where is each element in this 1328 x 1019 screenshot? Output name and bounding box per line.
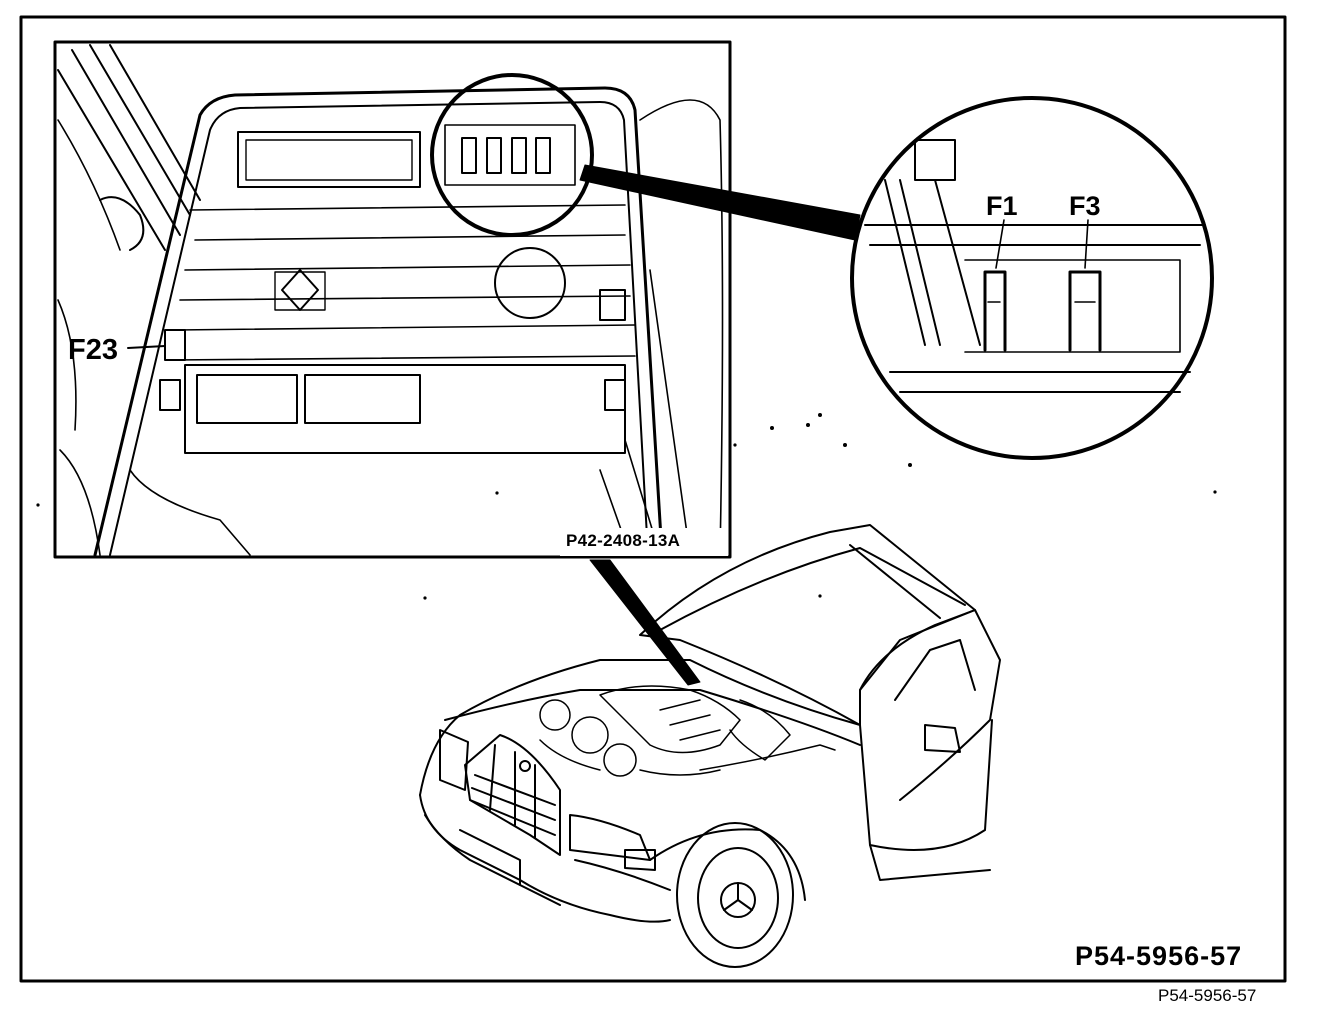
fuse-label-f3: F3 [1069,191,1101,221]
fuse-box-inset [53,40,732,559]
fuse-f3 [1068,270,1102,352]
figure-code: P54-5956-57 [1075,941,1243,971]
magnifier-large [850,96,1214,460]
headlight-left [439,729,469,791]
figure-frame [19,15,1287,983]
f3-leader [1084,219,1089,269]
f1-leader [995,219,1005,269]
magnifier-detail [850,96,1214,460]
car-illustration [419,524,1001,968]
top-fuses [444,124,576,186]
magnifier-small [430,73,594,237]
headlight-right [569,814,651,861]
magnifier-callout [579,164,861,241]
mercedes-star-icon [723,882,753,911]
engine-components [539,685,836,777]
inset-frame [53,40,732,559]
car-grille [464,734,561,856]
fuse-f1 [983,270,1007,352]
fuse-label-f23: F23 [68,334,118,366]
engine-callout [589,559,701,686]
fuse-box-outline [93,86,664,557]
inset-figure-code: P42-2408-13A [566,531,681,550]
side-mirror [924,724,961,753]
fuse-label-f1: F1 [986,191,1018,221]
f23-leader [127,345,166,349]
caption-code: P54-5956-57 [1158,986,1257,1005]
lower-relay-block [184,364,626,454]
print-specks [36,413,1217,600]
front-wheel [676,822,794,968]
hood-ornament-icon [519,760,531,772]
